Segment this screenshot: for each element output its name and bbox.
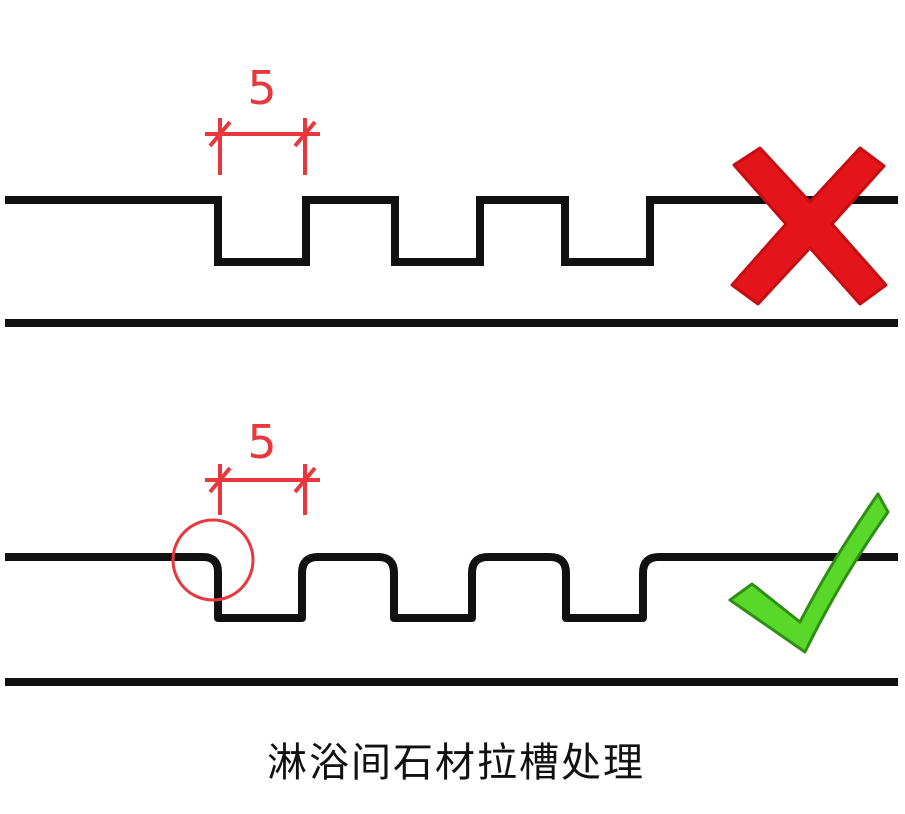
- dimension-label-top: 5: [247, 61, 276, 115]
- groove-profile-sharp: [5, 196, 898, 266]
- groove-profile-rounded: [5, 553, 898, 622]
- panel-rounded-corners: 5: [5, 415, 898, 686]
- dimension-annotation-bottom: 5: [205, 415, 320, 515]
- panel-sharp-corners: 5: [5, 61, 898, 327]
- dimension-label-bottom: 5: [247, 415, 276, 469]
- red-cross-icon: [730, 146, 888, 306]
- red-circle-icon: [171, 518, 255, 602]
- green-check-icon: [728, 492, 890, 654]
- caption-title: 淋浴间石材拉槽处理: [267, 740, 645, 786]
- dimension-annotation-top: 5: [205, 61, 320, 175]
